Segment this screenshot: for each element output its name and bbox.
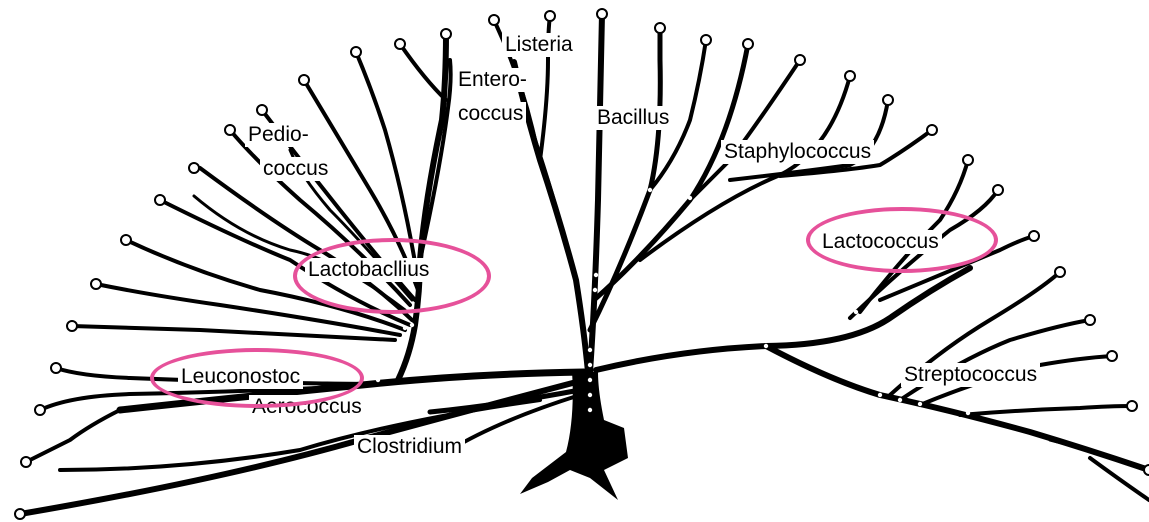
tree-tip-23 (845, 71, 855, 81)
tree-node-5 (588, 408, 592, 412)
tree-tip-18 (597, 9, 607, 19)
tree-node-1 (588, 348, 592, 352)
tree-tip-11 (257, 105, 267, 115)
tree-tip-10 (225, 125, 235, 135)
tree-tip-19 (655, 23, 665, 33)
tree-node-17 (403, 326, 407, 330)
branch-strepto-4 (960, 406, 1132, 415)
tree-tip-13 (351, 47, 361, 57)
tree-tip-12 (299, 75, 309, 85)
tree-node-9 (688, 196, 692, 200)
tree-tip-14 (395, 39, 405, 49)
tree-tip-16 (489, 15, 499, 25)
tree-tip-9 (189, 163, 199, 173)
tree-node-6 (593, 288, 597, 292)
tree-node-2 (588, 363, 592, 367)
tree-node-16 (410, 323, 414, 327)
label-pediococcus-line2: coccus (260, 157, 331, 181)
tree-tip-17 (545, 11, 555, 21)
tree-tip-26 (963, 155, 973, 165)
tree-tip-6 (91, 279, 101, 289)
label-staphylococcus: Staphylococcus (721, 140, 874, 164)
branch-strepto-5 (1050, 440, 1110, 458)
tree-node-7 (594, 273, 598, 277)
highlight-ring-leuconostoc (150, 348, 364, 408)
label-listeria: Listeria (502, 33, 576, 57)
tree-node-11 (854, 310, 858, 314)
tree-tip-30 (1085, 315, 1095, 325)
tree-node-8 (648, 188, 652, 192)
tree-tip-27 (993, 185, 1003, 195)
branch-entero-b (400, 44, 446, 100)
tree-node-4 (588, 393, 592, 397)
label-streptococcus: Streptococcus (901, 363, 1040, 387)
tree-tip-7 (121, 235, 131, 245)
tree-tip-29 (1055, 267, 1065, 277)
tree-tip-2 (21, 457, 31, 467)
tree-node-14 (918, 402, 922, 406)
tree-node-13 (898, 398, 902, 402)
tree-tip-5 (67, 321, 77, 331)
tree-tip-28 (1029, 231, 1039, 241)
tree-tip-21 (743, 39, 753, 49)
label-enterococcus-line1: Entero- (455, 68, 530, 92)
tree-tip-15 (441, 29, 451, 39)
tree-tip-1 (15, 509, 25, 519)
highlight-ring-lactobacillus (293, 238, 491, 314)
label-clostridium: Clostridium (354, 435, 465, 459)
tree-node-15 (966, 411, 970, 415)
tree-tip-31 (1107, 351, 1117, 361)
tree-node-12 (878, 393, 882, 397)
branch-clostridium-a (26, 410, 120, 462)
branch-bacillus-c (594, 44, 748, 300)
tree-tip-24 (883, 95, 893, 105)
label-bacillus: Bacillus (594, 106, 672, 130)
tree-tip-20 (701, 35, 711, 45)
tree-tip-32 (1127, 401, 1137, 411)
tree-tip-33 (1144, 465, 1149, 475)
tree-node-18 (376, 378, 380, 382)
tree-tip-4 (51, 363, 61, 373)
label-enterococcus-line2: coccus (455, 102, 526, 126)
tree-node-10 (764, 344, 768, 348)
tree-tip-3 (35, 405, 45, 415)
tree-tip-8 (155, 195, 165, 205)
tree-tip-22 (795, 55, 805, 65)
label-pediococcus-line1: Pedio- (245, 123, 312, 147)
tree-node-3 (588, 378, 592, 382)
tree-tip-25 (927, 125, 937, 135)
highlight-ring-lactococcus (806, 207, 998, 273)
branch-lacto-5 (72, 326, 395, 340)
